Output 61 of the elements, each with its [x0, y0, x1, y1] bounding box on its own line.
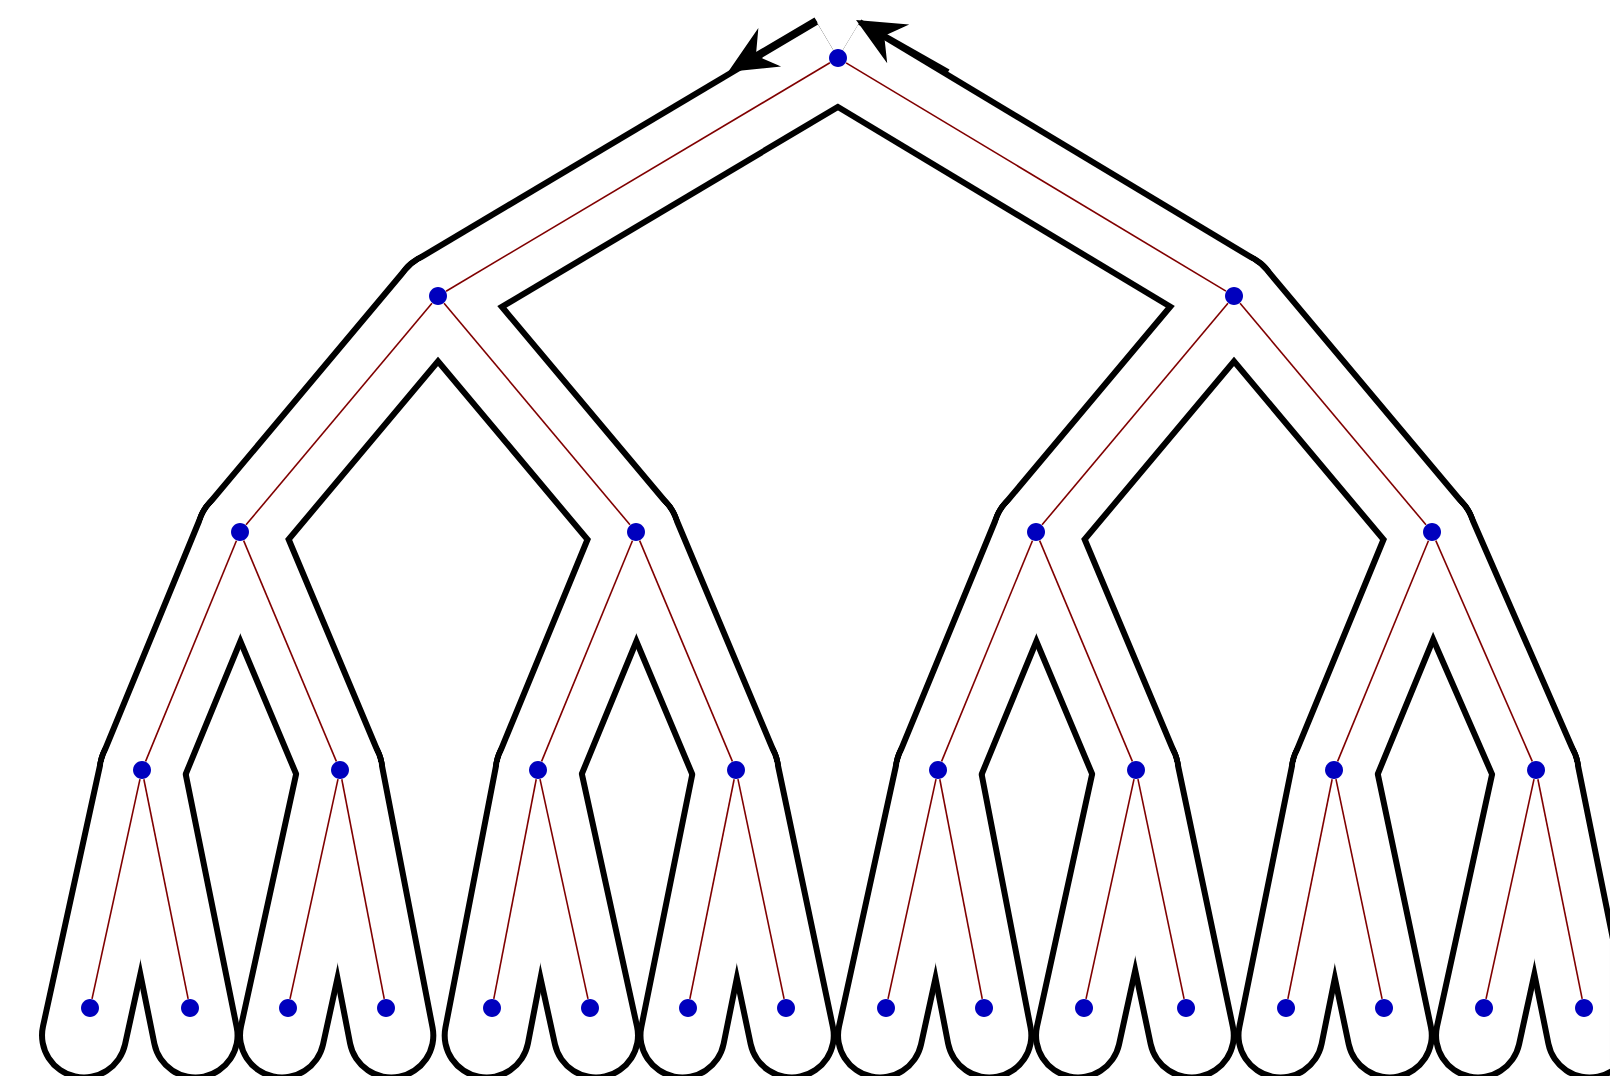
tree-edge: [289, 778, 339, 1000]
tree-edge: [638, 539, 734, 763]
tree-edge: [1485, 778, 1535, 1000]
tree-edge: [341, 778, 386, 1000]
tree-node-dot: [81, 999, 99, 1017]
tree-edge: [1041, 302, 1229, 526]
tree-edge: [144, 539, 238, 763]
tree-node-dot: [1277, 999, 1295, 1017]
tree-edge: [1239, 302, 1427, 526]
tree-node-dot: [279, 999, 297, 1017]
tree-node-dot: [429, 287, 447, 305]
tree-node-dot: [1127, 761, 1145, 779]
tree-edge: [1336, 539, 1430, 763]
tree-node-dot: [1325, 761, 1343, 779]
tree-edge: [1537, 778, 1583, 1000]
tree-node-dot: [377, 999, 395, 1017]
tree-node-dot: [483, 999, 501, 1017]
tree-edge: [443, 302, 631, 526]
tree-edge: [445, 62, 831, 292]
tree-edge: [242, 539, 338, 763]
tree-node-dot: [1027, 523, 1045, 541]
tree-node-dot: [777, 999, 795, 1017]
tree-node-dot: [1075, 999, 1093, 1017]
tree-edge: [1038, 539, 1134, 763]
tree-edge: [1287, 778, 1333, 1000]
tree-node-dot: [529, 761, 547, 779]
tree-node-dot: [181, 999, 199, 1017]
tree-node-dot: [975, 999, 993, 1017]
tree-node-dot: [1475, 999, 1493, 1017]
tree-edge: [1435, 539, 1534, 763]
tree-node-dot: [727, 761, 745, 779]
tree-edge: [845, 62, 1227, 292]
tree-node-dot: [627, 523, 645, 541]
tree-node-dot: [1177, 999, 1195, 1017]
tree-edge: [143, 778, 189, 1000]
tree-node-dot: [679, 999, 697, 1017]
tree-node-dot: [1423, 523, 1441, 541]
tree-node-dot: [929, 761, 947, 779]
tree-edge: [1137, 778, 1185, 1000]
tree-edge: [689, 778, 735, 1000]
tree-edge: [1335, 778, 1383, 1000]
tree-edge: [91, 778, 141, 1000]
tree-edge: [493, 778, 537, 1000]
tree-edge: [245, 302, 433, 526]
tree-node-dot: [581, 999, 599, 1017]
tree-node-dot: [1375, 999, 1393, 1017]
tree-node-dot: [331, 761, 349, 779]
tree-edge: [887, 778, 937, 1000]
tree-edge: [539, 778, 589, 1000]
tree-node-dot: [231, 523, 249, 541]
tree-edge: [1085, 778, 1135, 1000]
tree-node-dot: [877, 999, 895, 1017]
tree-edge: [737, 778, 785, 1000]
tree-node-dot: [133, 761, 151, 779]
tree-edge: [939, 778, 984, 1000]
tree-node-dot: [829, 49, 847, 67]
tree-node-dot: [1527, 761, 1545, 779]
tree-node-dot: [1575, 999, 1593, 1017]
tree-edge: [540, 539, 634, 763]
tree-edge: [940, 539, 1034, 763]
tree-node-dot: [1225, 287, 1243, 305]
